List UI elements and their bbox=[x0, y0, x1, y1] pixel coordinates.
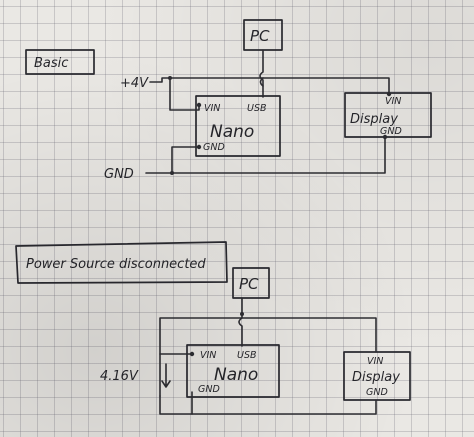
disconnected-voltage-label: 4.16V bbox=[100, 369, 139, 384]
section-disconnected: Power Source disconnected PC VIN USB Nan… bbox=[15, 241, 411, 415]
basic-supply-rail bbox=[149, 77, 390, 95]
basic-ground-rail bbox=[145, 136, 386, 174]
basic-nano-usb: USB bbox=[247, 103, 267, 114]
disconnected-nano-name: Nano bbox=[214, 365, 258, 385]
basic-display-gnd: GND bbox=[380, 126, 402, 137]
disconnected-nano-usb: USB bbox=[237, 350, 257, 361]
disconnected-ground-rail bbox=[159, 395, 377, 415]
disconnected-top-rail bbox=[159, 317, 377, 397]
disconnected-display-box bbox=[343, 351, 411, 401]
basic-nano-name: Nano bbox=[210, 122, 254, 142]
disconnected-pc-label: PC bbox=[239, 275, 259, 293]
basic-rail-crossover bbox=[259, 77, 264, 87]
disconnected-display-gnd: GND bbox=[366, 387, 388, 398]
disconnected-pc-usb-wire bbox=[238, 297, 243, 347]
basic-nano-vin: VIN bbox=[204, 103, 220, 114]
disconnected-display-vin: VIN bbox=[367, 356, 383, 367]
disconnected-nano-vin: VIN bbox=[200, 350, 216, 361]
basic-nano-box bbox=[195, 95, 281, 157]
section-basic: Basic PC VIN USB Nano GND VIN Display GN… bbox=[25, 19, 432, 182]
basic-display-vin: VIN bbox=[385, 96, 401, 107]
basic-label-box bbox=[25, 49, 95, 75]
basic-pc-usb-wire bbox=[259, 49, 264, 98]
basic-display-name: Display bbox=[350, 112, 398, 127]
disconnected-nano-box bbox=[186, 344, 280, 398]
disconnected-nano-gnd: GND bbox=[198, 384, 220, 395]
basic-label: Basic bbox=[34, 56, 68, 71]
disconnected-label: Power Source disconnected bbox=[26, 257, 206, 272]
basic-nano-vin-wire bbox=[169, 77, 200, 111]
disconnected-display-name: Display bbox=[352, 370, 400, 385]
basic-nano-gnd: GND bbox=[203, 142, 225, 153]
basic-ground-node bbox=[170, 171, 174, 175]
basic-pc-label: PC bbox=[250, 27, 270, 45]
basic-ground-label: GND bbox=[104, 167, 134, 182]
basic-nano-gnd-wire bbox=[171, 146, 200, 174]
disconnected-label-box bbox=[15, 241, 228, 284]
disconnected-voltage-arrow bbox=[161, 363, 171, 388]
disconnected-pc-node bbox=[240, 312, 244, 316]
disconnected-pc-box bbox=[232, 267, 270, 299]
basic-supply-label: +4V bbox=[120, 76, 149, 91]
basic-supply-node bbox=[168, 76, 172, 80]
